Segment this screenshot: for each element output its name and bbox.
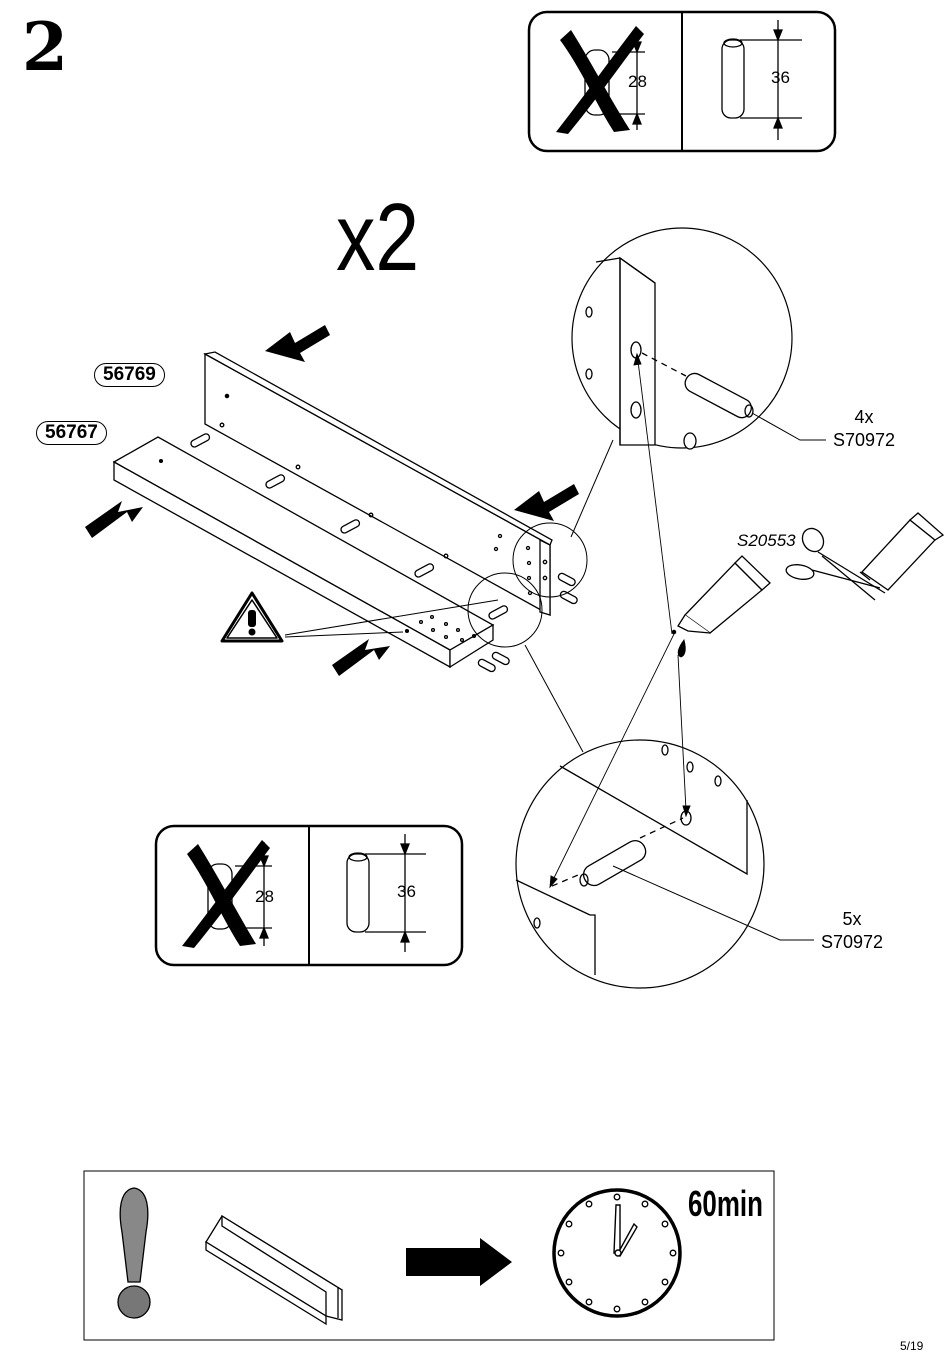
scissors-icon: [785, 527, 886, 601]
detail-circle-bottom: [515, 739, 814, 989]
warning-icon: [220, 591, 499, 643]
wrong-dowel-icon: [182, 840, 272, 948]
detail-circle-top: [524, 227, 826, 753]
assembled-panel-icon: [205, 1214, 343, 1326]
callout-top-code: S70972: [832, 429, 896, 450]
callout-top: 4x S70972: [826, 406, 902, 451]
drying-box: [83, 1170, 775, 1341]
step-multiplier: x2: [336, 184, 420, 291]
push-arrows: [85, 325, 579, 676]
drying-time: 60min: [688, 1183, 763, 1224]
dowel-check-box-bottom: [154, 824, 464, 967]
correct-dowel-length-top: 36: [771, 68, 790, 87]
upper-panel: [203, 351, 553, 617]
wrong-dowel-icon: [556, 26, 645, 134]
step-number: 2: [22, 8, 68, 86]
part-number-upper-panel: 56769: [94, 363, 165, 387]
exclamation-icon: [117, 1187, 151, 1319]
lower-panel: [112, 436, 495, 669]
correct-dowel-icon: [721, 20, 802, 140]
part-number-lower-panel: 56767: [36, 421, 107, 445]
callout-bottom-code: S70972: [820, 931, 884, 952]
glue-code: S20553: [737, 531, 796, 550]
clock-icon: [552, 1188, 682, 1318]
callout-top-qty: 4x: [854, 407, 874, 427]
arrow-right-icon: [406, 1238, 512, 1286]
correct-dowel-length-bottom: 36: [397, 882, 416, 901]
glue-arrows: [549, 352, 691, 889]
dowel-check-box-top: [527, 10, 837, 153]
callout-bottom: 5x S70972: [814, 908, 890, 953]
callout-bottom-qty: 5x: [842, 909, 862, 929]
correct-dowel-icon: [346, 834, 426, 952]
wrong-dowel-length-bottom: 28: [255, 887, 274, 906]
glue-tube-icon: [677, 512, 945, 634]
page-number: 5/19: [900, 1339, 924, 1353]
dowels: [190, 433, 578, 673]
wrong-dowel-length-top: 28: [628, 72, 647, 91]
